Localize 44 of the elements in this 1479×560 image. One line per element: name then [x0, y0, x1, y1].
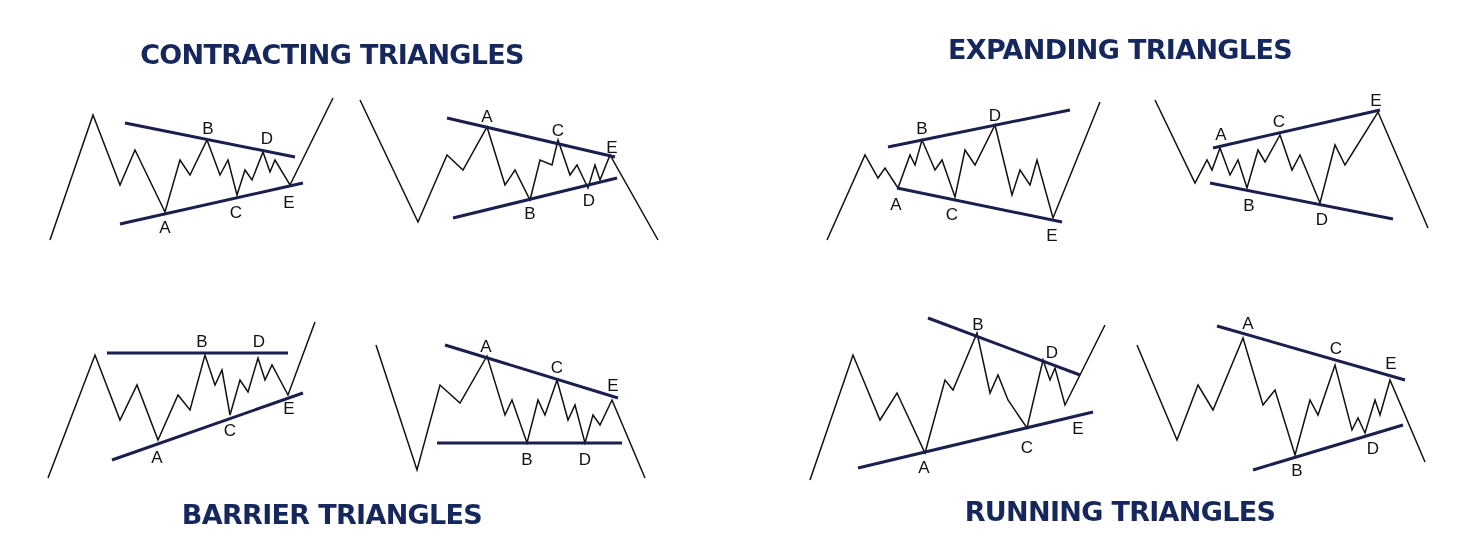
- wave-point-label: B: [972, 315, 984, 333]
- wave-point-label: E: [1072, 419, 1084, 437]
- wave-point-label: B: [202, 119, 214, 137]
- wave-point-label: A: [480, 337, 492, 355]
- wave-point-label: C: [551, 121, 565, 139]
- wave-point-label: D: [988, 106, 1002, 124]
- wave-point-label: B: [1291, 461, 1303, 479]
- wave-point-label: D: [1045, 343, 1059, 361]
- wave-point-label: A: [918, 458, 930, 476]
- wave-point-label: D: [582, 191, 596, 209]
- wave-point-label: C: [550, 358, 564, 376]
- wave-point-label: A: [151, 448, 163, 466]
- wave-point-label: B: [521, 450, 533, 468]
- wave-point-label: E: [1385, 354, 1397, 372]
- wave-point-label: D: [578, 450, 592, 468]
- wave-point-label: D: [1366, 439, 1380, 457]
- wave-point-label: D: [1315, 210, 1329, 228]
- wave-point-label: A: [1215, 125, 1227, 143]
- wave-point-label: B: [196, 332, 208, 350]
- wave-point-label: D: [252, 332, 266, 350]
- wave-point-label: A: [890, 195, 902, 213]
- wave-point-label: E: [607, 376, 619, 394]
- wave-point-label: E: [1370, 91, 1382, 109]
- wave-point-label: A: [1242, 314, 1254, 332]
- wave-point-label: D: [260, 129, 274, 147]
- wave-point-label: B: [524, 204, 536, 222]
- section-heading: CONTRACTING TRIANGLES: [140, 37, 524, 72]
- wave-point-label: B: [1243, 196, 1255, 214]
- wave-point-label: A: [159, 218, 171, 236]
- wave-point-label: A: [481, 107, 493, 125]
- wave-point-label: E: [1046, 226, 1058, 244]
- wave-point-label: E: [283, 399, 295, 417]
- section-heading: RUNNING TRIANGLES: [964, 494, 1276, 529]
- wave-point-label: E: [606, 138, 618, 156]
- wave-point-label: C: [945, 205, 959, 223]
- section-heading: EXPANDING TRIANGLES: [948, 32, 1292, 67]
- wave-point-label: C: [1020, 438, 1034, 456]
- wave-point-label: E: [283, 193, 295, 211]
- section-heading: BARRIER TRIANGLES: [181, 497, 483, 532]
- wave-point-label: C: [1329, 339, 1343, 357]
- wave-point-label: C: [223, 421, 237, 439]
- wave-point-label: C: [1272, 112, 1286, 130]
- wave-point-label: B: [916, 119, 928, 137]
- wave-point-label: C: [229, 203, 243, 221]
